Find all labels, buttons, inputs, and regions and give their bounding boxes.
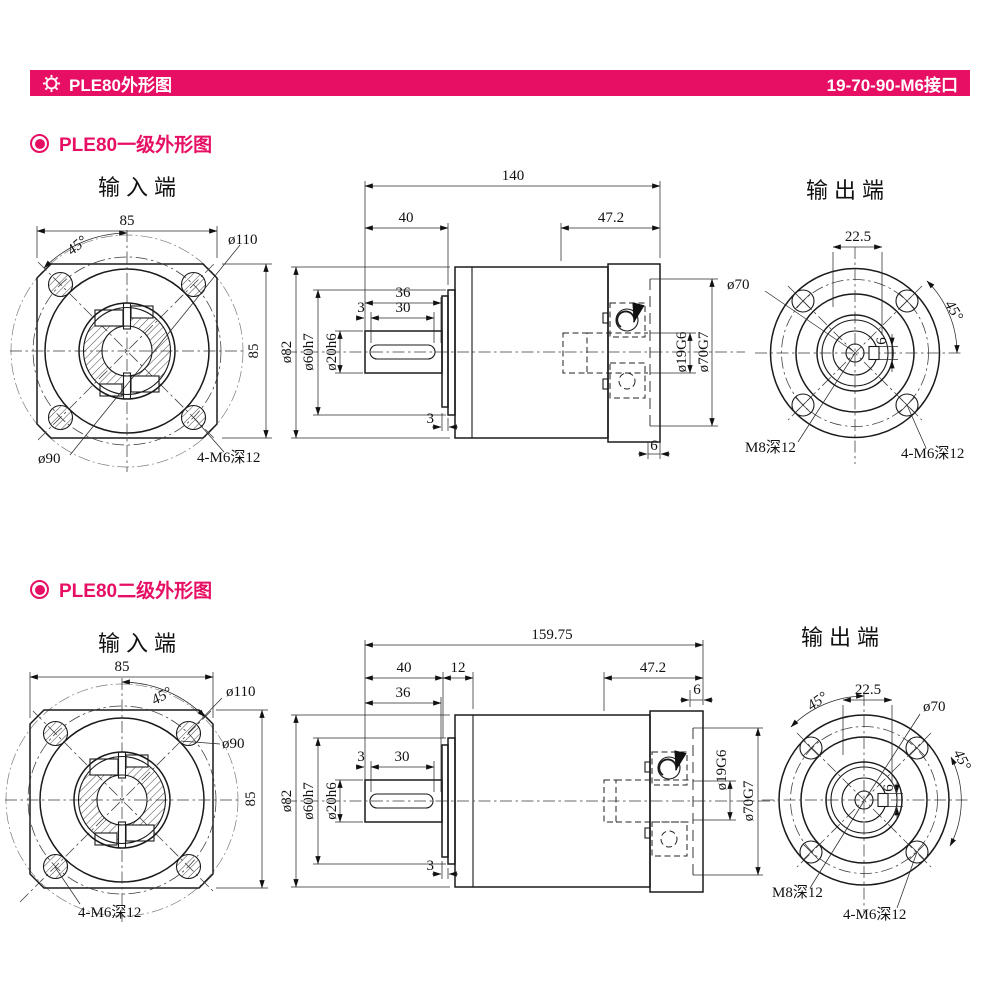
mount-hole [799,736,929,864]
dim-bore-dia: ø19G6 [674,331,690,372]
dim-key-offset: 3 [357,749,365,765]
bullseye-icon [30,134,49,153]
section1-title-text: PLE80一级外形图 [59,135,213,156]
header-bar: PLE80外形图 19-70-90-M6接口 [30,70,970,96]
dim-flange-width: 85 [115,659,130,675]
section1-title: PLE80一级外形图 [30,130,212,157]
dim-hole-angle: 45° [64,233,90,259]
dim-front-length: 12 [451,660,466,676]
dim-hole-angle: 45° [149,684,175,708]
bullseye-icon [30,580,49,599]
s1-side-view: 140 40 47.2 36 3 30 ø82 ø60h7 [279,168,745,459]
dim-spigot-length: 6 [650,438,658,454]
header-right-title: 19-70-90-M6接口 [826,75,958,95]
dim-bore-dia: ø19G6 [714,749,730,790]
dim-mount-holes: 4-M6深12 [843,906,906,923]
dim-key-offset: 3 [357,300,365,316]
dim-pilot-dia: ø60h7 [301,782,317,820]
gear-icon [42,74,61,92]
dim-hole-angle-left: 45° [805,689,831,714]
s2-side-view: 159.75 40 12 36 47.2 6 3 30 [279,627,775,893]
section2-title-text: PLE80二级外形图 [59,581,213,602]
dim-key-to-end: 36 [396,285,412,301]
dim-shaft-dia: ø20h6 [324,782,340,820]
dim-mount-holes: 4-M6深12 [901,445,964,462]
dim-phantom-circle: ø110 [226,684,255,700]
view-title: 输出端 [801,625,885,650]
single-stage-drawing: 输入端 85 [10,168,966,472]
view-title: 输出端 [806,178,890,203]
dim-hole-angle-right: 45° [950,747,974,773]
dim-total-length: 159.75 [531,627,572,643]
dim-body-dia: ø82 [279,341,295,364]
dim-bolt-circle: ø90 [222,736,245,752]
dim-center-tap: M8深12 [772,884,823,901]
s1-output-view: 输出端 [727,178,966,464]
dim-flange-height: 85 [243,792,259,807]
two-stage-drawing: 输入端 85 [5,625,974,923]
dim-rear-length: 47.2 [598,210,624,226]
dim-pilot-thickness: 3 [427,858,435,874]
clamp-screw-arrow-icon [658,750,687,776]
dim-rear-length: 47.2 [640,660,666,676]
mount-hole [791,289,919,417]
dim-phantom-circle: ø110 [228,232,257,248]
dim-body-dia: ø82 [279,790,295,813]
dim-key-width: 6 [874,337,890,345]
dim-bolt-circle: ø70 [727,277,750,293]
dim-key-position: 22.5 [845,229,871,245]
dim-center-tap: M8深12 [745,439,796,456]
dim-bolt-circle: ø70 [923,699,946,715]
dim-spigot-dia: ø70G7 [696,331,712,372]
dim-flange-width: 85 [120,213,135,229]
dim-pilot-dia: ø60h7 [301,333,317,371]
dim-mount-holes: 4-M6深12 [78,904,141,921]
s2-input-view: 输入端 85 [5,631,268,922]
dim-shaft-length: 40 [397,660,412,676]
dim-shaft-length: 40 [399,210,414,226]
header-left-title: PLE80外形图 [69,75,172,95]
dim-spigot-length: 6 [693,682,701,698]
dim-bolt-circle: ø90 [38,451,61,467]
dim-key-position: 22.5 [855,682,881,698]
dim-key-width: 6 [881,784,897,792]
dim-shaft-dia: ø20h6 [324,333,340,371]
dim-key-length: 30 [395,749,410,765]
dim-total-length: 140 [502,168,525,184]
s2-output-view: 输出端 45° [762,625,974,923]
s1-input-view: 输入端 85 [10,175,272,472]
view-title: 输入端 [98,631,182,656]
dim-hole-angle: 45° [941,298,966,324]
dim-pilot-thickness: 3 [427,411,435,427]
dim-flange-height: 85 [246,344,262,359]
dim-mount-holes: 4-M6深12 [197,449,260,466]
section2-title: PLE80二级外形图 [30,576,212,603]
clamp-screw-arrow-icon [616,302,645,328]
view-title: 输入端 [98,175,182,200]
dim-key-length: 30 [396,300,411,316]
dim-spigot-dia: ø70G7 [741,780,757,821]
dim-key-to-end: 36 [396,685,412,701]
